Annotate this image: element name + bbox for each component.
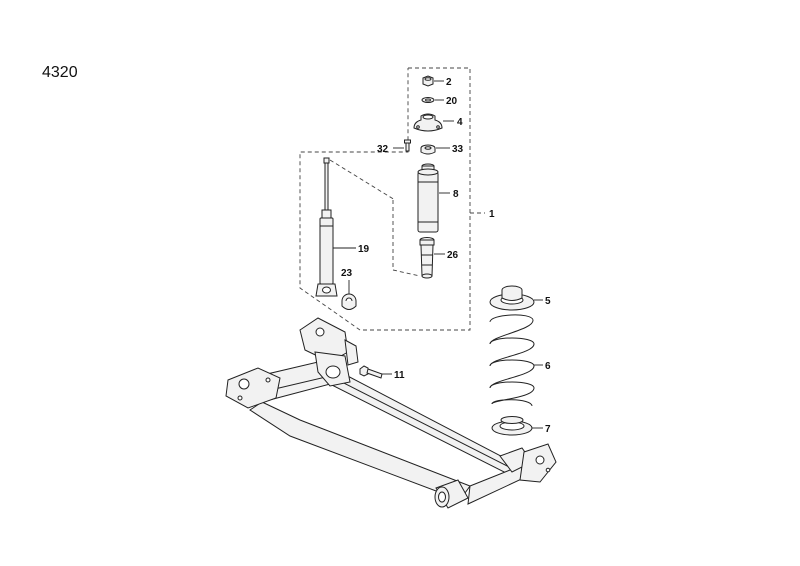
callout-23: 23 bbox=[341, 268, 353, 279]
bushing-part-23 bbox=[341, 293, 357, 310]
leader-lines bbox=[333, 80, 543, 429]
callout-8: 8 bbox=[453, 189, 459, 200]
bolt-part-11 bbox=[359, 365, 383, 379]
callout-26: 26 bbox=[447, 250, 459, 261]
assembly-group-outline bbox=[299, 67, 485, 331]
washer-part-20 bbox=[421, 97, 435, 103]
callout-5: 5 bbox=[545, 296, 551, 307]
callout-11: 11 bbox=[394, 370, 405, 381]
bump-stop-part-26 bbox=[419, 237, 435, 279]
callout-33: 33 bbox=[452, 144, 464, 155]
callout-20: 20 bbox=[446, 96, 458, 107]
callout-6: 6 bbox=[545, 361, 551, 372]
bolt-part-32 bbox=[404, 139, 411, 152]
lower-spring-seat-part-7 bbox=[491, 416, 533, 436]
strut-mount-part-4 bbox=[413, 113, 443, 132]
shock-absorber-part-19 bbox=[315, 157, 338, 297]
upper-spring-seat-part-5 bbox=[489, 285, 535, 311]
callout-2: 2 bbox=[446, 77, 452, 88]
nut-part-2 bbox=[422, 75, 434, 87]
rear-axle-beam bbox=[225, 317, 557, 509]
callout-19: 19 bbox=[358, 244, 370, 255]
dust-boot-part-8 bbox=[417, 163, 439, 233]
callout-7: 7 bbox=[545, 424, 551, 435]
coil-spring-part-6 bbox=[489, 314, 535, 407]
bearing-part-33 bbox=[420, 144, 436, 155]
diagram-title: 4320 bbox=[42, 64, 78, 81]
callout-32: 32 bbox=[377, 144, 389, 155]
callout-1: 1 bbox=[489, 209, 495, 220]
callout-4: 4 bbox=[457, 117, 463, 128]
